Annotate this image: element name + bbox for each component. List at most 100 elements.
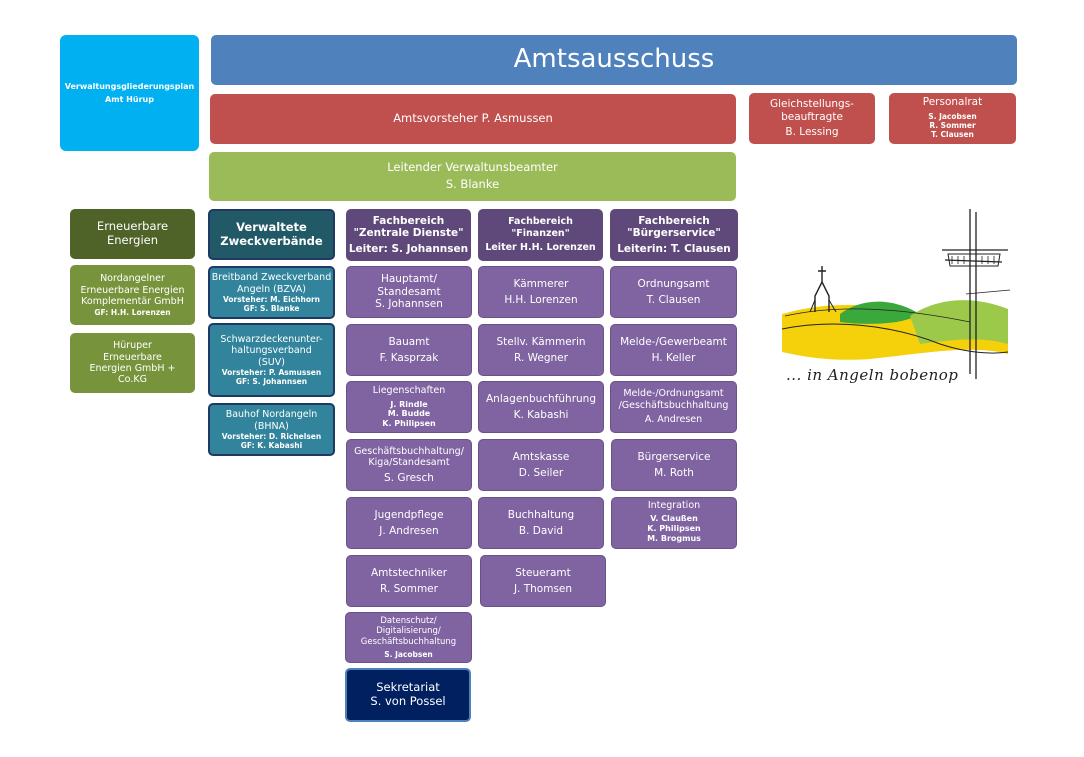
unit-name: T. Clausen (646, 293, 701, 306)
association-line: Bauhof Nordangeln (225, 409, 318, 421)
secretariat-box: Sekretariat S. von Possel (345, 668, 471, 722)
secretariat-title: Sekretariat (376, 680, 440, 695)
unit-title: Amtskasse (512, 450, 570, 463)
unit-title: Bürgerservice (637, 450, 711, 463)
unit-title: Amtstechniker (370, 566, 448, 579)
unit-name: K. Philipsen (382, 418, 436, 428)
unit-name: B. David (518, 524, 564, 537)
unit-title: Ordnungsamt (637, 277, 710, 290)
equality-line2: beauftragte (781, 110, 843, 123)
central-header-line2: "Zentrale Dienste" (353, 227, 464, 240)
unit-name: F. Kasprzak (379, 351, 439, 364)
unit-title: Anlagenbuchführung (485, 392, 596, 405)
central-unit: Geschäftsbuchhaltung/ Kiga/Standesamt S.… (346, 439, 472, 491)
association-sub: Vorsteher: P. Asmussen (221, 368, 322, 378)
unit-title: Jugendpflege (374, 508, 444, 521)
committee-box: Amtsausschuss (211, 35, 1017, 85)
committee-title: Amtsausschuss (513, 44, 715, 75)
citizen-header-line2: "Bürgerservice" (627, 227, 721, 240)
association-line: Breitband Zweckverband (211, 272, 332, 284)
citizen-unit: Integration V. Claußen K. Philipsen M. B… (611, 497, 737, 549)
unit-name: S. Johannsen (375, 298, 443, 311)
unit-title: Standesamt (377, 285, 441, 298)
unit-title: /Geschäftsbuchhaltung (618, 399, 729, 411)
church-hills-logo-icon (781, 209, 1011, 379)
mayor-label: Amtsvorsteher P. Asmussen (393, 111, 553, 126)
plan-label-line2: Amt Hürup (105, 94, 154, 104)
nordangelner-gf: GF: H.H. Lorenzen (94, 307, 171, 317)
associations-header: Verwaltete Zweckverbände (208, 209, 335, 260)
renewables-header-line2: Energien (106, 233, 158, 247)
unit-title: Hauptamt/ (380, 273, 438, 286)
unit-name: J. Andresen (379, 524, 439, 537)
citizen-unit: Melde-/Ordnungsamt /Geschäftsbuchhaltung… (610, 381, 737, 433)
association-line: Schwarzdeckenunter- (220, 333, 323, 345)
unit-title: Integration (647, 500, 701, 511)
association-sub: GF: S. Johannsen (235, 377, 308, 387)
staff-council-member: T. Clausen (931, 129, 974, 139)
unit-name: J. Thomsen (513, 582, 573, 595)
finance-unit: Stellv. Kämmerin R. Wegner (478, 324, 604, 376)
association-bhna: Bauhof Nordangeln (BHNA) Vorsteher: D. R… (208, 403, 335, 456)
association-sub: GF: K. Kabashi (240, 440, 303, 450)
nordangelner-line: Komplementär GmbH (81, 296, 184, 308)
finance-unit: Amtskasse D. Seiler (478, 439, 604, 491)
association-line: haltungsverband (231, 345, 312, 357)
unit-name: S. Gresch (384, 471, 434, 484)
equality-name: B. Lessing (785, 126, 839, 139)
unit-title: Buchhaltung (507, 508, 575, 521)
unit-title: Stellv. Kämmerin (496, 335, 586, 348)
finance-header-line1: Fachbereich "Finanzen" (508, 216, 573, 239)
unit-name: R. Sommer (380, 582, 438, 595)
association-bzva: Breitband Zweckverband Angeln (BZVA) Vor… (208, 266, 335, 319)
unit-name: H. Keller (651, 351, 696, 364)
association-sub: Vorsteher: M. Eichhorn (222, 294, 321, 304)
associations-header-line1: Verwaltete (236, 219, 307, 234)
finance-unit: Steueramt J. Thomsen (480, 555, 606, 607)
unit-title: Digitalisierung/ (376, 626, 441, 637)
unit-name: V. Claußen (650, 514, 698, 524)
association-sub: Vorsteher: D. Richelsen (221, 431, 322, 441)
staff-council-box: Personalrat S. Jacobsen R. Sommer T. Cla… (889, 93, 1016, 144)
nordangelner-line: Erneuerbare Energien (80, 284, 185, 296)
citizen-header-line1: Fachbereich (638, 214, 710, 227)
plan-label: Verwaltungsgliederungsplan Amt Hürup (60, 35, 199, 151)
citizen-unit: Bürgerservice M. Roth (611, 439, 737, 491)
unit-title: Geschäftsbuchhaltung/ (354, 445, 464, 457)
central-header-line1: Fachbereich (372, 214, 445, 227)
finance-unit: Buchhaltung B. David (478, 497, 604, 549)
unit-name: D. Seiler (518, 466, 564, 479)
unit-name: K. Kabashi (513, 408, 569, 421)
unit-title: Kämmerer (513, 277, 569, 290)
finance-header: Fachbereich "Finanzen" Leiter H.H. Loren… (478, 209, 603, 261)
association-line: (BHNA) (254, 420, 289, 432)
unit-name: K. Philipsen (647, 523, 701, 533)
unit-title: Bauamt (388, 335, 430, 348)
unit-name: A. Andresen (644, 414, 703, 426)
central-unit: Hauptamt/ Standesamt S. Johannsen (346, 266, 472, 318)
unit-title: Melde-/Ordnungsamt (623, 388, 724, 400)
citizen-unit: Ordnungsamt T. Clausen (610, 266, 737, 318)
finance-header-lead: Leiter H.H. Lorenzen (485, 242, 596, 254)
renewables-header: Erneuerbare Energien (70, 209, 195, 259)
equality-officer-box: Gleichstellungs- beauftragte B. Lessing (749, 93, 875, 144)
central-unit: Jugendpflege J. Andresen (346, 497, 472, 549)
staff-council-member: R. Sommer (929, 120, 976, 130)
unit-name: H.H. Lorenzen (504, 293, 578, 306)
logo-slogan: ... in Angeln bobenop (786, 366, 959, 384)
chief-officer-box: Leitender Verwaltunsbeamter S. Blanke (209, 152, 736, 201)
citizen-service-header: Fachbereich "Bürgerservice" Leiterin: T.… (610, 209, 738, 261)
staff-council-title: Personalrat (922, 96, 983, 108)
unit-title: Geschäftsbuchhaltung (360, 636, 457, 647)
hueruper-box: Hüruper Erneuerbare Energien GmbH + Co.K… (70, 333, 195, 393)
associations-header-line2: Zweckverbände (220, 233, 323, 248)
central-unit: Amtstechniker R. Sommer (346, 555, 472, 607)
hueruper-line: Erneuerbare (103, 351, 162, 363)
plan-label-line1: Verwaltungsgliederungsplan (64, 81, 195, 91)
secretariat-name: S. von Possel (370, 694, 446, 708)
unit-name: J. Rindle (390, 399, 428, 409)
unit-title: Kiga/Standesamt (368, 457, 450, 469)
citizen-unit: Melde-/Gewerbeamt H. Keller (610, 324, 737, 376)
chief-officer-name: S. Blanke (445, 177, 500, 191)
unit-title: Melde-/Gewerbeamt (620, 335, 727, 348)
